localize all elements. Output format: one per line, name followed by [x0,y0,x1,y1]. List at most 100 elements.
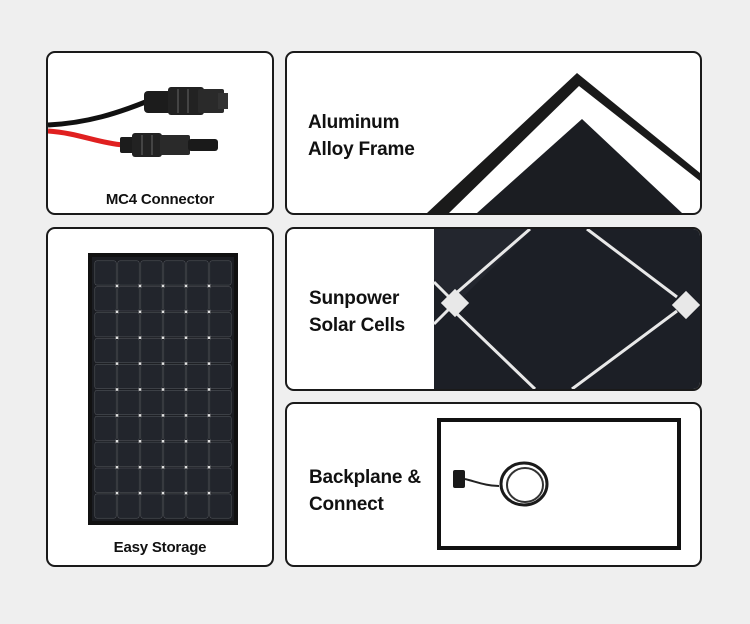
panel-cell [140,390,163,415]
panel-cell [94,260,117,286]
panel-cell-gap [184,388,188,391]
panel-cell [140,415,163,441]
panel-cell [94,312,117,338]
panel-cell-gap [115,362,119,365]
panel-cell [117,415,140,441]
panel-cell [209,364,232,389]
card-easy-storage: Easy Storage [46,227,274,567]
panel-cell-gap [138,491,142,495]
solar-cells-label-line2: Solar Cells [309,315,406,336]
solar-cells-label: Sunpower Solar Cells [309,285,405,339]
panel-cell [140,260,163,286]
panel-cell [186,467,209,493]
panel-cell [140,286,163,312]
panel-cell-gap [184,414,188,417]
panel-cell-gap [138,362,142,365]
panel-cell [163,364,186,389]
panel-cell [209,312,232,338]
backplane-label-line1: Backplane & [309,467,421,488]
panel-cell-gap [138,336,142,339]
panel-cell [163,338,186,364]
panel-cell [186,390,209,415]
panel-cell-gap [184,310,188,314]
panel-cell [94,415,117,441]
panel-cell [186,364,209,389]
panel-cell [209,286,232,312]
panel-cell-gap [184,284,188,288]
aluminum-frame-label-line2: Alloy Frame [308,139,415,160]
panel-cell [94,338,117,364]
panel-cell-gap [115,310,119,314]
panel-cell [94,390,117,415]
panel-cell [94,493,117,519]
panel-cell-gap [115,465,119,469]
panel-cell-gap [184,336,188,339]
panel-cell-gap [161,284,165,288]
panel-cell [186,312,209,338]
panel-cell-gap [138,310,142,314]
panel-cell [140,364,163,389]
panel-cell [140,493,163,519]
solar-cells-closeup-image [432,229,700,389]
card-backplane: Backplane & Connect [285,402,702,567]
aluminum-frame-label: Aluminum Alloy Frame [308,109,415,163]
panel-cell [163,286,186,312]
panel-cell [209,260,232,286]
panel-cell [94,467,117,493]
panel-cell [186,286,209,312]
panel-cell [117,364,140,389]
panel-cell-gap [207,440,211,443]
mc4-connector-caption: MC4 Connector [105,191,215,208]
panel-cell-gap [161,440,165,443]
card-mc4-connector: MC4 Connector [46,51,274,215]
panel-cell [209,467,232,493]
panel-cell [209,493,232,519]
junction-box [453,470,465,488]
panel-cell [209,338,232,364]
panel-cell [94,286,117,312]
panel-cell-gap [115,440,119,443]
panel-cell-gap [161,336,165,339]
panel-cell [117,467,140,493]
panel-cell-gap [115,284,119,288]
panel-cell [140,312,163,338]
panel-cell [163,260,186,286]
panel-cell-gap [207,414,211,417]
frame-corner-image [427,73,700,213]
panel-cell-gap [184,362,188,365]
panel-cell [163,493,186,519]
panel-cell [94,441,117,467]
panel-cell [117,286,140,312]
easy-storage-caption: Easy Storage [113,539,207,556]
panel-cell-gap [184,491,188,495]
panel-cell [186,493,209,519]
panel-cell-gap [115,388,119,391]
panel-cell-gap [115,336,119,339]
panel-cell [117,493,140,519]
panel-cell [140,338,163,364]
backplane-image [437,418,681,550]
panel-cell-gap [161,465,165,469]
panel-cell [163,467,186,493]
panel-cell [186,338,209,364]
panel-cell [117,338,140,364]
panel-cell-gap [207,491,211,495]
panel-cell [209,415,232,441]
panel-cell-gap [161,491,165,495]
panel-cell [117,312,140,338]
panel-cell-gap [161,310,165,314]
panel-cell [163,312,186,338]
solar-cells-label-line1: Sunpower [309,288,400,309]
panel-cell-gap [207,284,211,288]
panel-cell-gap [207,362,211,365]
panel-cell-gap [161,414,165,417]
backplane-label-line2: Connect [309,494,384,515]
panel-cell-gap [138,388,142,391]
panel-cell-gap [161,362,165,365]
panel-cell-gap [115,414,119,417]
aluminum-frame-label-line1: Aluminum [308,112,400,133]
panel-cell-gap [184,440,188,443]
panel-cell [163,390,186,415]
panel-cell-gap [138,465,142,469]
panel-cell [140,441,163,467]
